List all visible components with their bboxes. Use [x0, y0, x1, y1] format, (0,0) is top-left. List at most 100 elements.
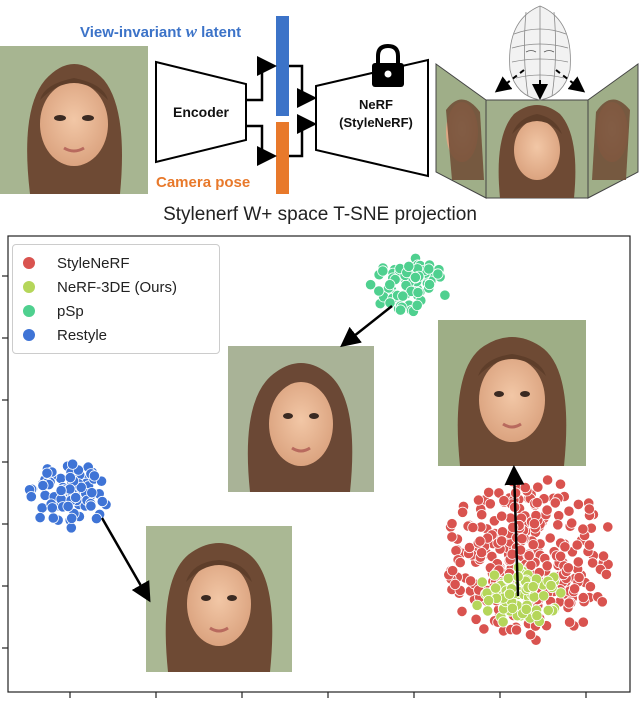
scatter-point-0 [541, 504, 553, 516]
scatter-point-0 [532, 481, 544, 493]
legend-item-psp: pSp [23, 299, 219, 323]
scatter-point-1 [488, 569, 500, 581]
scatter-point-0 [478, 623, 490, 635]
latent-to-nerf-arrow [289, 64, 317, 108]
scatter-point-2 [364, 279, 377, 291]
scatter-point-1 [471, 599, 483, 611]
scatter-point-0 [475, 546, 488, 559]
scatter-point-2 [403, 260, 415, 272]
scatter-point-0 [527, 539, 539, 551]
scatter-point-1 [545, 579, 557, 592]
encoder-block [155, 60, 247, 164]
scatter-point-3 [88, 470, 101, 482]
legend-item-restyle: Restyle [23, 323, 219, 347]
scatter-point-3 [41, 467, 53, 479]
scatter-point-0 [562, 562, 574, 574]
scatter-point-2 [423, 263, 435, 275]
scatter-point-3 [34, 511, 46, 524]
scatter-point-1 [527, 581, 539, 593]
scatter-point-3 [66, 512, 78, 524]
scatter-point-2 [409, 271, 421, 283]
scatter-point-0 [531, 497, 543, 509]
scatter-point-1 [482, 594, 495, 607]
scatter-point-0 [450, 545, 462, 557]
scatter-point-0 [584, 581, 597, 593]
encoder-to-latent-arrow [246, 56, 277, 102]
scatter-point-3 [47, 512, 59, 524]
scatter-point-0 [467, 521, 479, 534]
scatter-point-0 [524, 629, 537, 641]
scatter-point-0 [541, 560, 553, 572]
scatter-point-0 [463, 541, 476, 554]
scatter-point-2 [412, 286, 424, 299]
scatter-point-0 [470, 613, 482, 625]
legend-dot [23, 257, 35, 269]
scatter-point-0 [552, 519, 564, 531]
scatter-point-0 [563, 597, 575, 609]
scatter-point-0 [446, 565, 459, 577]
multiview-output [435, 63, 639, 199]
scatter-point-0 [464, 575, 477, 587]
scatter-point-1 [531, 609, 543, 622]
scatter-point-2 [411, 299, 423, 311]
scatter-point-3 [86, 487, 98, 499]
encoder-to-pose-arrow [246, 124, 277, 166]
scatter-point-3 [85, 500, 97, 512]
scatter-point-0 [596, 596, 608, 608]
scatter-point-3 [90, 512, 103, 525]
scatter-point-2 [377, 265, 389, 277]
latent-bar [276, 16, 289, 116]
scatter-point-1 [506, 602, 519, 614]
scatter-point-2 [397, 290, 409, 302]
legend-dot [23, 281, 35, 293]
scatter-point-3 [37, 479, 49, 492]
scatter-point-0 [528, 518, 541, 530]
head-mesh-icon [509, 5, 571, 101]
camera-pose-label: Camera pose [156, 174, 251, 191]
scatter-point-0 [454, 556, 466, 569]
scatter-points [24, 252, 614, 646]
scatter-point-0 [577, 523, 589, 535]
encoder-label: Encoder [172, 104, 229, 120]
psp-arrow [340, 305, 393, 348]
inset-face-psp [228, 346, 374, 492]
scatter-point-0 [597, 550, 610, 562]
scatter-point-0 [568, 583, 581, 595]
latent-label: View-invariant w latent [80, 22, 242, 41]
scatter-point-0 [449, 578, 461, 591]
pose-to-nerf-arrow [289, 114, 317, 158]
scatter-point-1 [489, 582, 502, 594]
scatter-point-1 [503, 588, 516, 600]
scatter-point-0 [456, 506, 469, 518]
scatter-point-3 [64, 471, 76, 484]
scatter-point-1 [482, 605, 494, 617]
scatter-point-0 [549, 497, 561, 509]
scatter-point-0 [456, 605, 468, 618]
scatter-point-3 [46, 502, 58, 514]
scatter-point-0 [493, 487, 505, 499]
scatter-point-0 [523, 550, 535, 562]
scatter-point-0 [483, 486, 495, 498]
scatter-point-2 [394, 304, 407, 316]
legend-item-stylenerf: StyleNeRF [23, 251, 219, 275]
scatter-point-0 [474, 535, 486, 547]
ours-arrow [504, 465, 525, 597]
input-face-image [0, 46, 148, 194]
scatter-point-3 [25, 491, 37, 503]
scatter-point-1 [542, 604, 554, 617]
scatter-point-3 [65, 522, 77, 534]
scatter-point-0 [554, 550, 567, 562]
scatter-point-1 [476, 576, 488, 588]
scatter-point-0 [577, 591, 589, 604]
scatter-point-0 [586, 557, 599, 569]
chart-legend: StyleNeRF NeRF-3DE (Ours) pSp Restyle [12, 244, 220, 354]
scatter-point-0 [516, 533, 528, 545]
legend-dot [23, 329, 35, 341]
inset-face-ours [438, 320, 586, 466]
plot-frame [7, 235, 631, 693]
scatter-point-3 [67, 458, 79, 470]
legend-item-nerf3de: NeRF-3DE (Ours) [23, 275, 219, 299]
scatter-point-3 [96, 495, 108, 508]
scatter-point-3 [70, 491, 82, 504]
